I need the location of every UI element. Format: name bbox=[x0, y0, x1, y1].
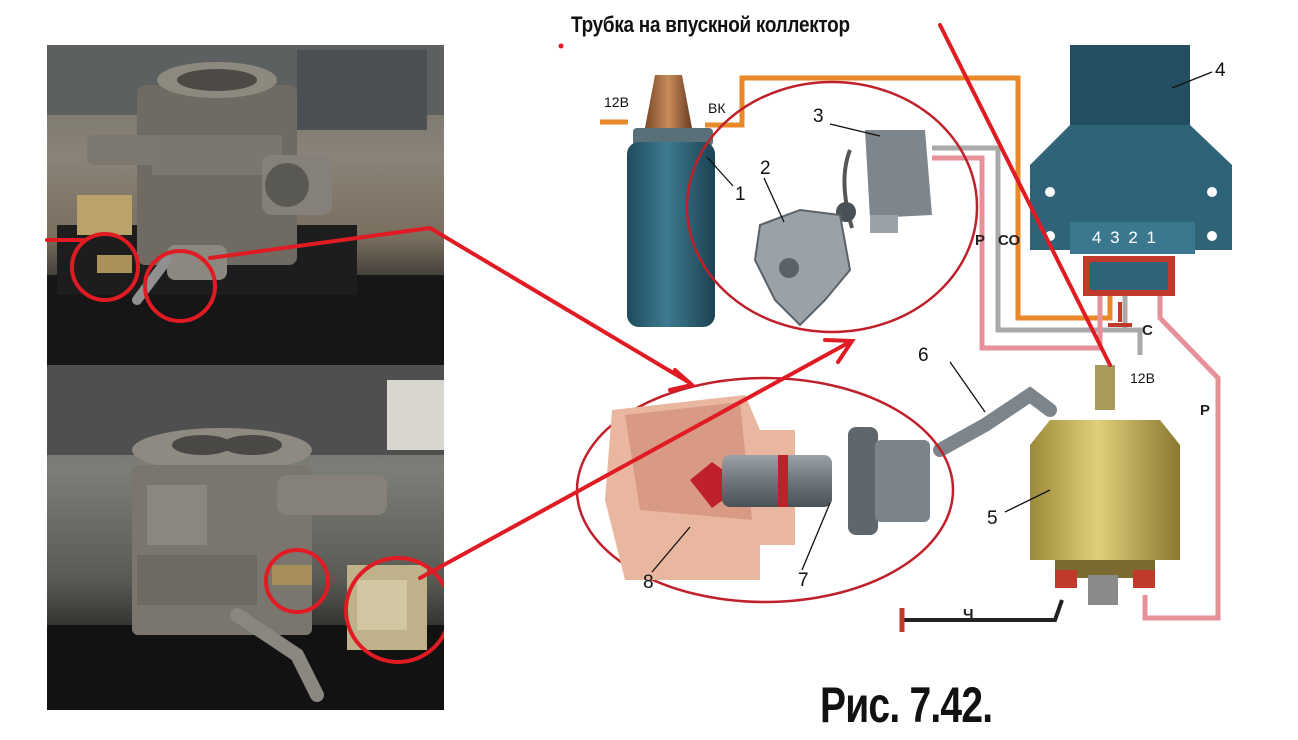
wire-label-p: Р bbox=[975, 232, 986, 249]
wire-label-p-right: Р bbox=[1200, 402, 1211, 419]
label-6: 6 bbox=[918, 345, 929, 366]
label-4: 4 bbox=[1215, 60, 1226, 81]
carburetor-photo-bottom-art bbox=[47, 365, 444, 710]
wire-label-ch: Ч bbox=[963, 606, 974, 623]
detail-circle-breaker bbox=[685, 80, 979, 334]
microswitch-sensor bbox=[836, 130, 932, 233]
label-5: 5 bbox=[987, 508, 998, 529]
label-12v-bottom: 12В bbox=[1130, 370, 1155, 386]
vacuum-hose bbox=[933, 386, 1057, 457]
leader-lines bbox=[651, 71, 1213, 573]
red-dot bbox=[558, 43, 564, 49]
label-3: 3 bbox=[813, 106, 824, 127]
annotation-arrows bbox=[45, 23, 1112, 580]
wiring bbox=[600, 75, 1221, 632]
highlight-circle-valve bbox=[143, 249, 217, 323]
connector-valve bbox=[690, 427, 930, 535]
module-pin-numbers: 4 3 2 1 bbox=[1092, 228, 1158, 247]
switch-module bbox=[1030, 45, 1232, 296]
label-12v-coil: 12В bbox=[604, 94, 629, 110]
intake-tube-heading: Трубка на впускной коллектор bbox=[571, 12, 850, 37]
wire-label-c: С bbox=[1142, 322, 1153, 339]
highlight-circle-fitting-bottom bbox=[264, 548, 330, 614]
highlight-circle-microswitch bbox=[344, 556, 444, 664]
label-8: 8 bbox=[643, 572, 654, 593]
carburetor-photo-bottom bbox=[47, 365, 444, 710]
label-7: 7 bbox=[798, 570, 809, 591]
carburetor-photo-top-art bbox=[47, 45, 444, 365]
carburetor-photo-top bbox=[47, 45, 444, 365]
ignition-coil bbox=[627, 75, 715, 327]
breaker-plate bbox=[753, 208, 852, 327]
figure-caption: Рис. 7.42. bbox=[820, 677, 993, 733]
label-vk: ВК bbox=[708, 100, 726, 116]
wire-label-co: СО bbox=[998, 232, 1021, 249]
label-1: 1 bbox=[735, 184, 746, 205]
vacuum-corrector bbox=[1030, 365, 1180, 605]
highlight-circle-fitting bbox=[70, 232, 140, 302]
label-2: 2 bbox=[760, 158, 771, 179]
